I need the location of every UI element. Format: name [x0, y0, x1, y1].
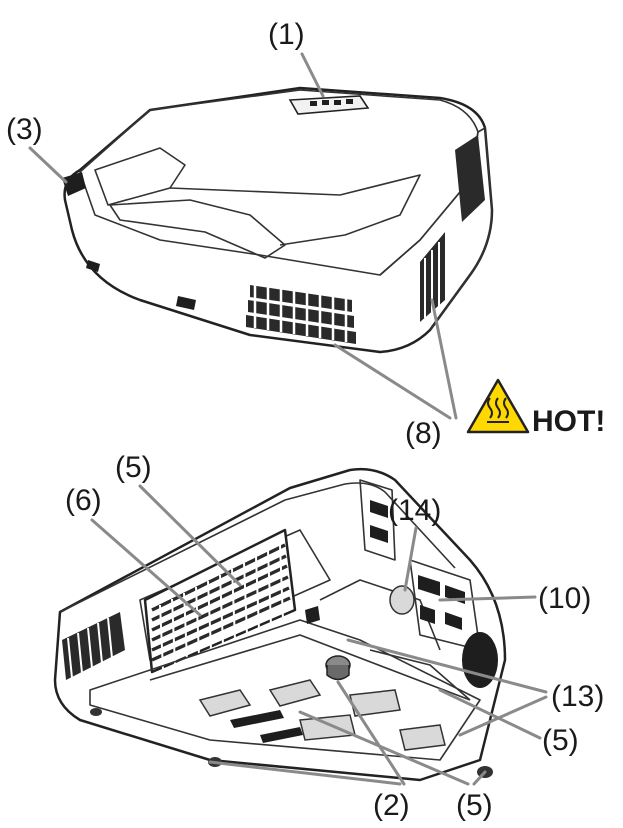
- hot-label: HOT!: [532, 405, 605, 438]
- leader-8a: [333, 343, 452, 420]
- hot-surface-warning-icon: [466, 378, 530, 434]
- leader-10: [438, 595, 537, 602]
- projector-bottom-view: [53, 467, 507, 782]
- filter-cover: [143, 528, 297, 674]
- leader-6: [90, 518, 202, 617]
- elevator-foot: [325, 655, 351, 681]
- label-8: (8): [405, 417, 442, 450]
- projector-top-view: [62, 86, 494, 354]
- leader-13a: [346, 638, 548, 694]
- label-10: (10): [538, 582, 591, 615]
- label-5-top: (5): [115, 451, 152, 484]
- label-14: (14): [388, 494, 441, 527]
- side-vent: [420, 135, 485, 322]
- leader-8b: [430, 298, 458, 420]
- leader-13b: [458, 695, 548, 737]
- label-5-right: (5): [542, 724, 579, 757]
- leader-1: [300, 52, 325, 98]
- label-5-bottom: (5): [456, 789, 493, 822]
- label-13: (13): [551, 680, 604, 713]
- leader-5-right: [438, 688, 542, 740]
- leader-5-bottom-a: [298, 710, 470, 786]
- left-vent: [62, 612, 125, 680]
- leader-5-top: [138, 484, 242, 587]
- leader-5-bottom-b: [472, 770, 487, 786]
- front-vent: [246, 285, 356, 344]
- leader-2b: [336, 680, 406, 786]
- control-panel: [288, 95, 370, 115]
- leader-3: [28, 146, 68, 184]
- label-6: (6): [65, 484, 102, 517]
- label-3: (3): [6, 113, 43, 146]
- label-2: (2): [373, 789, 410, 822]
- leader-2a: [208, 760, 402, 786]
- label-1: (1): [268, 18, 305, 51]
- leader-14: [403, 526, 418, 592]
